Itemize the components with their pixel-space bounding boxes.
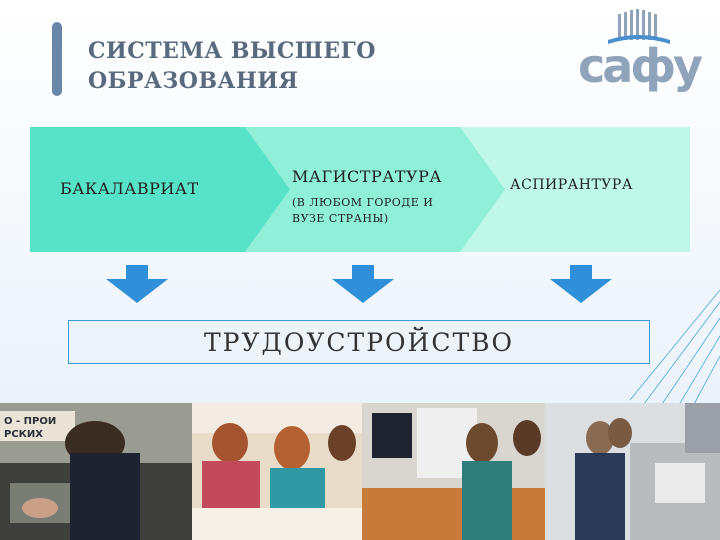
photo-machinery	[545, 403, 720, 540]
education-steps: БАКАЛАВРИАТ МАГИСТРАТУРА (В ЛЮБОМ ГОРОДЕ…	[30, 127, 690, 252]
step-bachelor	[30, 127, 290, 252]
university-logo: сафу	[578, 8, 703, 108]
slide-title: СИСТЕМА ВЫСШЕГО ОБРАЗОВАНИЯ	[88, 38, 376, 94]
title-accent-bar	[52, 22, 62, 96]
book-icon	[608, 9, 670, 44]
step-master-label: МАГИСТРАТУРА	[292, 167, 442, 186]
employment-box: ТРУДОУСТРОЙСТВО	[68, 320, 650, 364]
employment-label: ТРУДОУСТРОЙСТВО	[203, 327, 515, 357]
step-postgraduate-label: АСПИРАНТУРА	[510, 177, 633, 193]
photo-banner-text: О - ПРОИ РСКИХ	[4, 416, 57, 440]
logo-wordmark: сафу	[578, 39, 703, 93]
photo-classroom	[192, 403, 362, 540]
step-master-note: (В ЛЮБОМ ГОРОДЕ И ВУЗЕ СТРАНЫ)	[292, 196, 434, 225]
photo-lab	[362, 403, 545, 540]
photo-workshop: О - ПРОИ РСКИХ	[0, 403, 192, 540]
arrow-down-icon	[550, 265, 612, 303]
step-bachelor-label: БАКАЛАВРИАТ	[60, 179, 199, 198]
photo-strip: О - ПРОИ РСКИХ	[0, 403, 720, 540]
arrow-down-icon	[106, 265, 168, 303]
arrow-down-icon	[332, 265, 394, 303]
